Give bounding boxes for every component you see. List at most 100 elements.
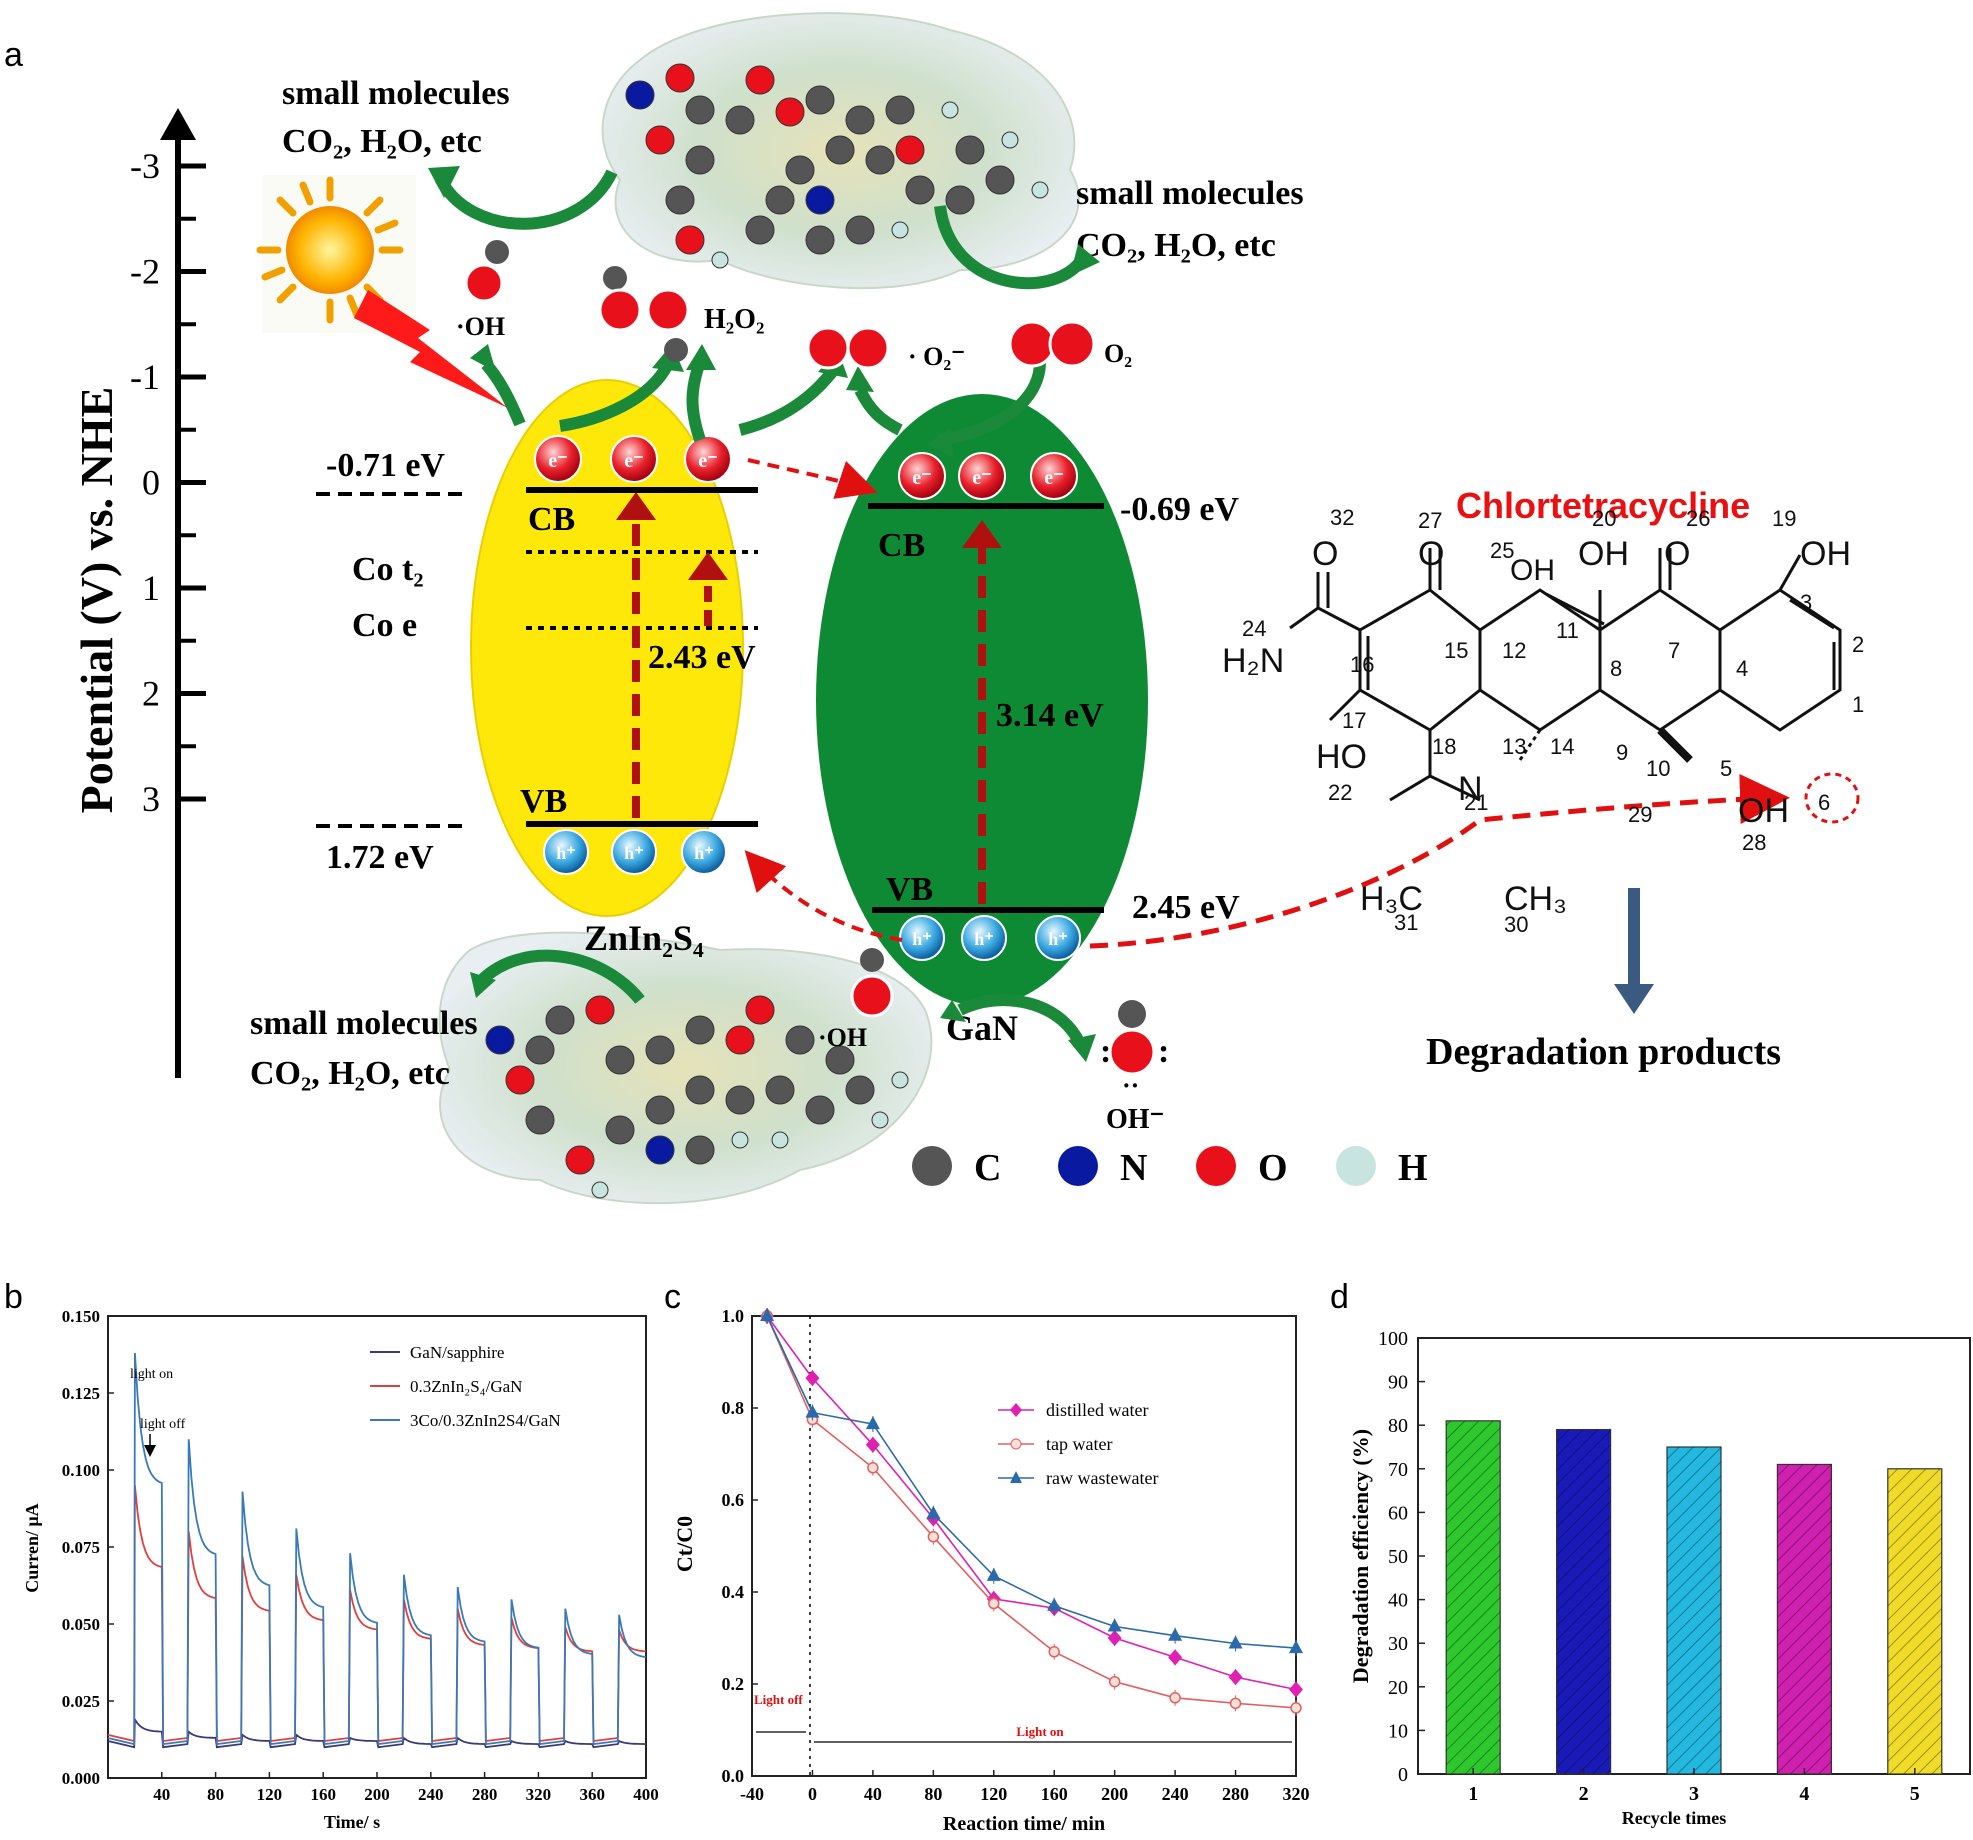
h2o2-molecule: H₂O₂ — [598, 266, 764, 362]
co-e-label: Co e — [352, 607, 417, 644]
atom-legend-swatch — [912, 1146, 952, 1186]
panel-c-series-line — [766, 1315, 1297, 1691]
chlortetracycline-structure — [1289, 548, 1842, 802]
panel-c-series-line — [766, 1315, 1297, 1649]
atom — [985, 165, 1015, 195]
svg-text:1: 1 — [1852, 692, 1864, 717]
electron: e⁻ — [534, 435, 582, 483]
atom — [891, 1071, 909, 1089]
panel-b-xtick-label: 160 — [310, 1785, 336, 1804]
svg-text:28: 28 — [1742, 830, 1766, 855]
panel-c-point — [760, 1308, 775, 1321]
atom — [955, 135, 985, 165]
panel-d-xlabel: Recycle times — [1622, 1808, 1726, 1828]
panel-c-point — [865, 1416, 880, 1430]
panel-d-ylabel: Degradation efficiency (%) — [1348, 1429, 1373, 1683]
gan-gap-label: 3.14 eV — [996, 697, 1104, 734]
atom — [685, 145, 715, 175]
panel-c-point — [1168, 1627, 1183, 1641]
atom — [1031, 181, 1049, 199]
h2o2-label: H₂O₂ — [704, 304, 764, 335]
atom — [685, 1135, 715, 1165]
atom — [765, 185, 795, 215]
atom — [805, 185, 835, 215]
panel-c-xtick-label: 80 — [924, 1784, 942, 1804]
znin2s4-name: ZnIn₂S₄ — [584, 918, 704, 958]
atom — [585, 995, 615, 1025]
panel-b-xtick-label: 400 — [633, 1785, 659, 1804]
panel-label-b: b — [4, 1278, 23, 1316]
panel-c-ylabel: Ct/C0 — [672, 1516, 697, 1572]
atom — [745, 215, 775, 245]
svg-text:17: 17 — [1342, 708, 1366, 733]
panel-b-legend-label: 3Co/0.3ZnIn2S4/GaN — [410, 1411, 561, 1430]
panel-c-point — [927, 1531, 940, 1543]
atom — [711, 251, 729, 269]
atom — [771, 1131, 789, 1149]
hole-label: h⁺ — [694, 843, 714, 863]
panel-c-point — [1228, 1635, 1243, 1649]
hydroxide-ion: : : ·· OH⁻ — [1100, 1000, 1169, 1135]
svg-text::: : — [1100, 1033, 1111, 1070]
hole-label: h⁺ — [624, 843, 644, 863]
potential-tick-label: 1 — [142, 568, 160, 608]
svg-text:H₃C: H₃C — [1360, 880, 1423, 918]
panel-b-light-on: light on — [130, 1367, 173, 1382]
panel-c-point — [926, 1505, 941, 1519]
panel-c-xtick-label: 280 — [1222, 1784, 1249, 1804]
atom — [945, 185, 975, 215]
panel-d-xtick-label: 3 — [1689, 1783, 1699, 1805]
panel-c-series-line — [766, 1315, 1297, 1709]
panel-c-ytick-label: 0.4 — [722, 1582, 745, 1602]
molecule-title: Chlortetracycline — [1456, 485, 1750, 526]
panel-d-bar-hatch — [1667, 1447, 1721, 1774]
znin2s4-gap-label: 2.43 eV — [648, 639, 756, 676]
panel-b-series-line — [107, 1716, 647, 1749]
panel-c-xlabel: Reaction time/ min — [943, 1813, 1105, 1835]
atom — [845, 105, 875, 135]
electron: e⁻ — [958, 452, 1006, 500]
atom — [665, 185, 695, 215]
panel-b-series-line — [107, 1352, 647, 1746]
atom-legend-item: O — [1196, 1146, 1288, 1189]
svg-text:25: 25 — [1490, 538, 1514, 563]
panel-b-xtick-label: 200 — [364, 1785, 390, 1804]
small-molecules-top-right: small molecules CO₂, H₂O, etc — [1076, 175, 1304, 264]
panel-c-legend-marker — [1010, 1471, 1022, 1483]
atom — [731, 1131, 749, 1149]
atom — [505, 1065, 535, 1095]
arrow-bottom — [475, 949, 645, 1004]
atom — [685, 1015, 715, 1045]
svg-text:6: 6 — [1818, 790, 1830, 815]
panel-c-point — [988, 1597, 1000, 1610]
svg-text:13: 13 — [1502, 734, 1526, 759]
gan-vb-value: 2.45 eV — [1132, 889, 1240, 926]
arrow-o2-reduction — [686, 359, 706, 442]
panel-d-xtick-label: 1 — [1468, 1783, 1478, 1805]
panel-c-legend-label: distilled water — [1046, 1400, 1148, 1420]
electron-label: e⁻ — [912, 467, 931, 489]
atom — [665, 63, 695, 93]
small-molecules-formula: CO₂, H₂O, etc — [1076, 227, 1276, 264]
hole-label: h⁺ — [912, 929, 932, 949]
electron-label: e⁻ — [1044, 467, 1063, 489]
svg-text:5: 5 — [1720, 756, 1732, 781]
panel-c-ytick-label: 0.2 — [722, 1674, 745, 1694]
svg-text:31: 31 — [1394, 910, 1418, 935]
o2-molecule: O₂ — [1008, 320, 1132, 368]
svg-text:O: O — [1418, 535, 1444, 573]
svg-text:24: 24 — [1242, 616, 1266, 641]
atom-legend-item: C — [912, 1146, 1001, 1189]
panel-d-ytick-label: 80 — [1388, 1415, 1408, 1437]
panel-b-ytick-label: 0.025 — [62, 1692, 100, 1711]
panel-c-point — [865, 1436, 880, 1453]
svg-text:9: 9 — [1616, 740, 1628, 765]
panel-b-xtick-label: 80 — [207, 1785, 224, 1804]
panel-b-xtick-label: 240 — [418, 1785, 444, 1804]
electron: e⁻ — [1030, 452, 1078, 500]
svg-text:3: 3 — [1800, 590, 1812, 615]
panel-label-d: d — [1330, 1278, 1349, 1316]
